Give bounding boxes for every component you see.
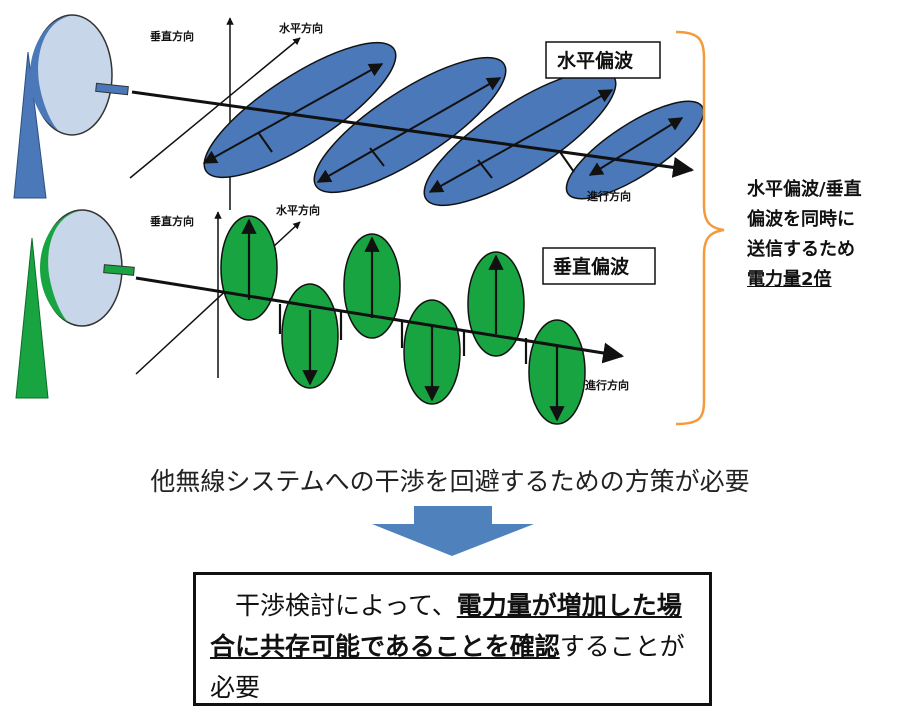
side-note-line2: 偏波を同時に — [747, 209, 855, 230]
vertical-axis-label: 垂直方向 — [150, 214, 194, 228]
horizontal-axis-label: 水平方向 — [279, 21, 323, 35]
antenna-green-icon — [15, 209, 135, 399]
vertical-polarization-figure: 垂直方向 水平方向 進行方向 垂直偏波 — [15, 203, 656, 425]
requirement-text: 他無線システムへの干渉を回避するための方策が必要 — [150, 467, 750, 496]
result-text-part3: することが必要 — [210, 632, 685, 702]
side-note-line4: 電力量2倍 — [747, 269, 832, 290]
horizontal-polarization-label-box — [545, 41, 661, 79]
vertical-polarization-label: 垂直偏波 — [553, 255, 630, 278]
antenna-blue-icon — [13, 14, 129, 199]
down-arrow-icon — [372, 506, 534, 556]
side-note-line3: 送信するため — [747, 239, 855, 260]
result-box: 干渉検討によって、電力量が増加した場合に共存可能であることを確認することが必要 — [193, 572, 712, 706]
horizontal-polarization-figure: 垂直方向 水平方向 進行方向 水平偏波 — [13, 14, 705, 210]
result-text-emphasis: 電力量が増加した場合に共存可能であることを確認 — [210, 591, 682, 661]
side-note: 水平偏波/垂直 偏波を同時に 送信するため 電力量2倍 — [747, 175, 897, 295]
travel-axis-label: 進行方向 — [587, 189, 631, 203]
horizontal-axis-label: 水平方向 — [276, 203, 320, 217]
side-note-line1: 水平偏波/垂直 — [747, 179, 862, 200]
horizontal-polarization-label: 水平偏波 — [557, 49, 634, 72]
result-text-part1: 干渉検討によって、 — [210, 591, 457, 620]
vertical-axis-label: 垂直方向 — [150, 29, 194, 43]
vertical-polarization-label-box — [542, 247, 656, 285]
orange-brace — [675, 30, 725, 426]
travel-axis-label: 進行方向 — [585, 378, 629, 392]
travel-axis — [131, 90, 695, 178]
travel-axis — [135, 276, 625, 364]
